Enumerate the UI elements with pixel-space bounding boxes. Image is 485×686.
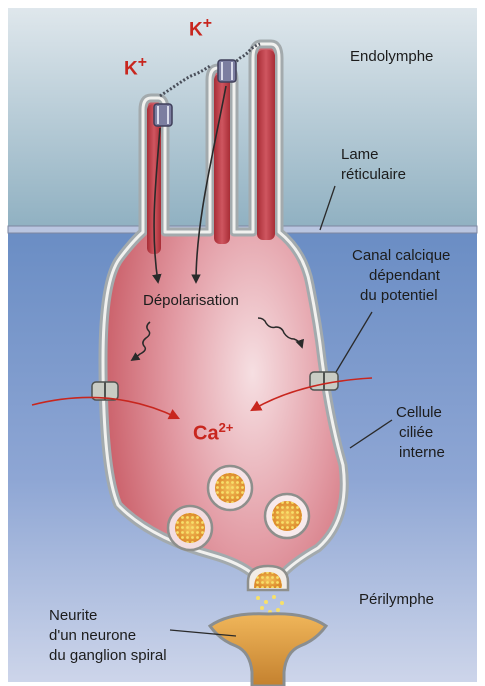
calcium-ion-label: Ca2+ (193, 420, 233, 446)
ion-channel-icon (310, 372, 338, 390)
synaptic-vesicle-icon (208, 466, 252, 510)
synaptic-vesicle-icon (168, 506, 212, 550)
ion-channel-icon (154, 104, 172, 126)
depolarisation-label: Dépolarisation (143, 292, 239, 309)
stereocilium-middle (214, 74, 230, 244)
synaptic-vesicle-icon (265, 494, 309, 538)
stereocilium-tall (257, 50, 275, 240)
ion-channel-icon (218, 60, 236, 82)
synaptic-vesicle-icon (248, 566, 288, 590)
k-ion-label-right: K+ (189, 15, 212, 41)
endolymphe-label: Endolymphe (350, 47, 433, 67)
lame-reticulaire-label: Lame réticulaire (341, 145, 406, 185)
canal-calcique-label: Canal calcique dépendant du potentiel (352, 246, 450, 306)
k-ion-label-left: K+ (124, 54, 147, 80)
endolymph-region (8, 8, 477, 230)
neurite-label: Neurite d'un neurone du ganglion spiral (49, 606, 167, 666)
perilymphe-label: Périlymphe (359, 590, 434, 610)
cellule-ciliee-label: Cellule ciliée interne (396, 403, 445, 463)
